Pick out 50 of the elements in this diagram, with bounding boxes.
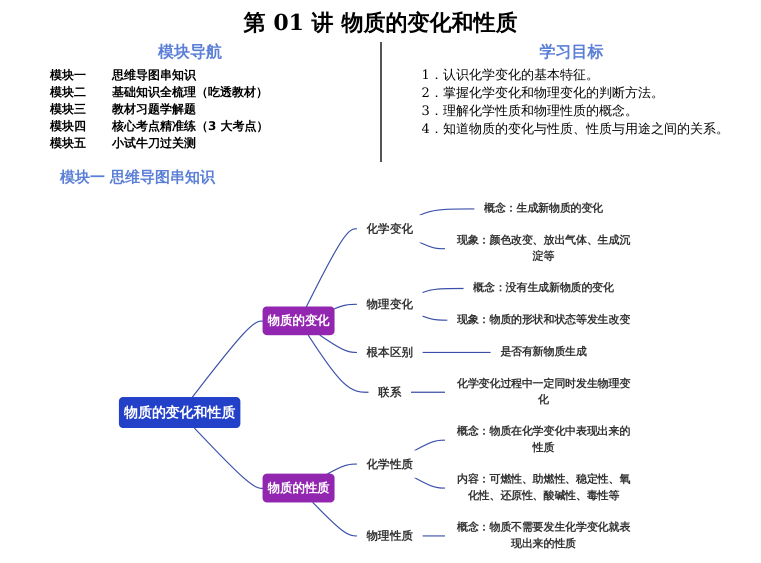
section-heading: 模块一 思维导图串知识 bbox=[60, 168, 216, 187]
connector bbox=[191, 320, 264, 398]
section-heading: 模块导航 bbox=[156, 42, 223, 63]
connector bbox=[410, 392, 446, 393]
connector bbox=[334, 304, 358, 310]
node-text: 现象：物质的形状和状态等发生改变 bbox=[456, 314, 630, 326]
connector bbox=[419, 242, 446, 250]
objective-item: 2．掌握化学变化和物理变化的判断方法。 bbox=[422, 85, 665, 103]
node-text: 化学变化 bbox=[366, 222, 413, 236]
objective-item: 3．理解化学性质和物理性质的概念。 bbox=[422, 103, 639, 121]
module-name: 基础知识全梳理（吃透教材） bbox=[112, 84, 268, 101]
node-text: 根本区别 bbox=[366, 345, 413, 360]
module-name: 教材习题学解题 bbox=[112, 101, 196, 118]
module-number: 模块二 bbox=[50, 84, 87, 101]
node-text: 化学变化过程中一定同时发生物理变化 bbox=[456, 378, 630, 406]
connector bbox=[326, 464, 358, 476]
node-text: 概念：物质不需要发生化学变化就表现出来的性质 bbox=[456, 521, 630, 550]
node-text: 物理变化 bbox=[366, 297, 413, 312]
connector bbox=[422, 315, 448, 321]
connector bbox=[308, 334, 369, 393]
node-text: 内容：可燃性、助燃性、稳定性、氧化性、还原性、酸碱性、毒性等 bbox=[456, 473, 630, 502]
connector bbox=[414, 476, 446, 489]
connector bbox=[319, 334, 358, 354]
connector bbox=[422, 288, 464, 294]
connector bbox=[194, 428, 264, 490]
connector bbox=[312, 502, 358, 537]
connector bbox=[419, 208, 475, 216]
page-title: 第 01 讲 物质的变化和性质 bbox=[242, 9, 518, 38]
node-text: 联系 bbox=[378, 385, 402, 400]
node-text: 物理性质 bbox=[366, 528, 413, 543]
node-text: 化学性质 bbox=[366, 456, 413, 471]
section-heading: 学习目标 bbox=[538, 42, 604, 63]
node-text: 概念：没有生成新物质的变化 bbox=[473, 282, 614, 294]
connector bbox=[422, 352, 491, 354]
module-number: 模块五 bbox=[50, 135, 87, 152]
node-text: 现象：颜色改变、放出气体、生成沉淀等 bbox=[456, 234, 630, 263]
connector bbox=[306, 228, 358, 308]
module-name: 小试牛刀过关测 bbox=[112, 135, 196, 152]
module-number: 模块四 bbox=[50, 118, 87, 135]
module-name: 思维导图串知识 bbox=[112, 67, 196, 84]
module-number: 模块三 bbox=[50, 101, 87, 118]
module-name: 核心考点精准练（3 大考点） bbox=[112, 118, 269, 135]
objective-item: 4．知道物质的变化与性质、性质与用途之间的关系。 bbox=[422, 121, 730, 139]
connector bbox=[422, 535, 446, 537]
objective-item: 1．认识化学变化的基本特征。 bbox=[422, 67, 600, 85]
node-text: 概念：物质在化学变化中表现出来的性质 bbox=[456, 425, 630, 454]
node-text: 概念：生成新物质的变化 bbox=[484, 202, 604, 215]
node-text: 是否有新物质生成 bbox=[500, 346, 587, 358]
module-number: 模块一 bbox=[50, 67, 87, 84]
connector bbox=[414, 440, 446, 452]
